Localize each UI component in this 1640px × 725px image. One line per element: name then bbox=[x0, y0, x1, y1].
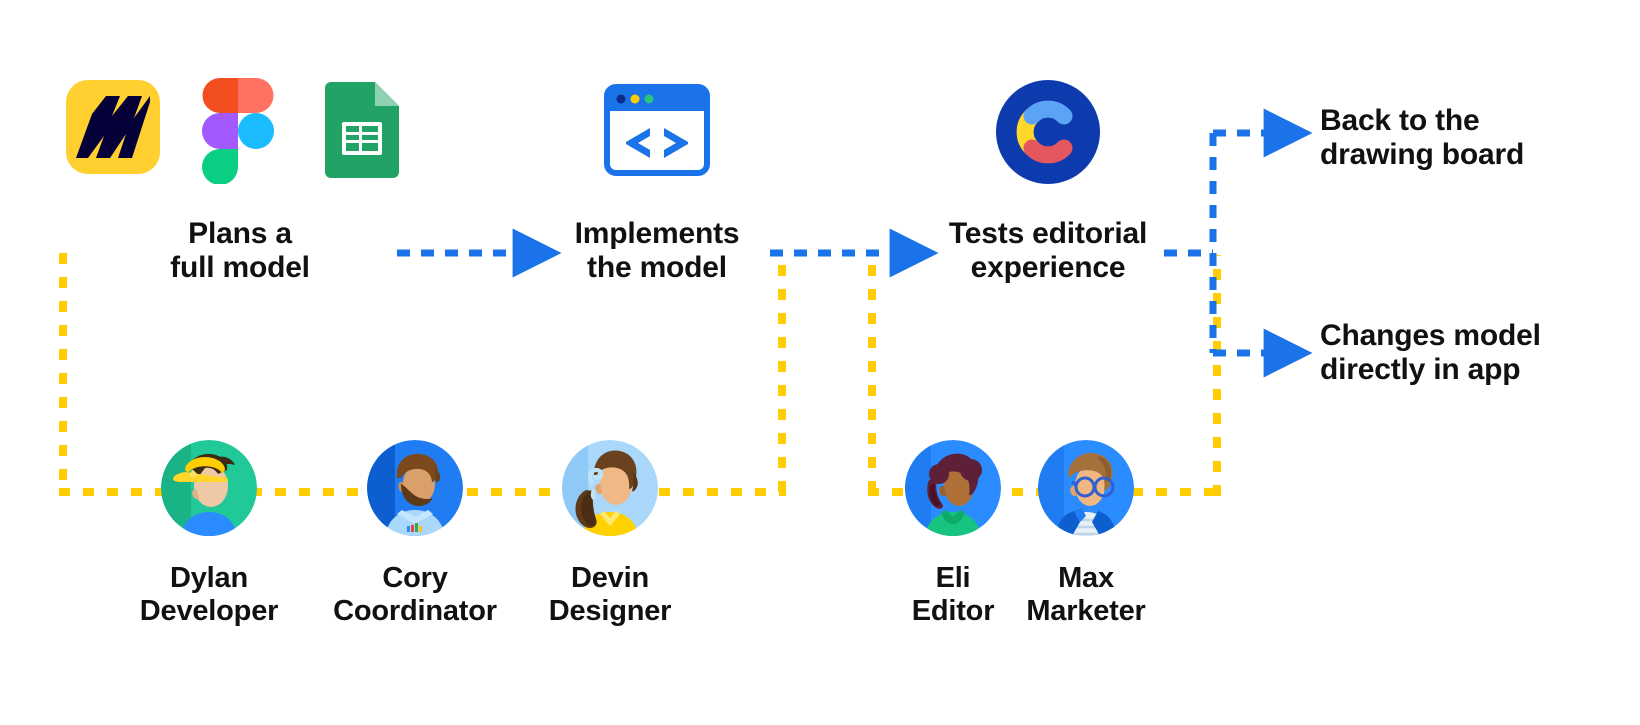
miro-logo bbox=[66, 80, 160, 174]
contentful-logo bbox=[996, 80, 1100, 189]
person-name-devin: Devin Designer bbox=[548, 562, 672, 628]
stage-label-plans: Plans a full model bbox=[170, 217, 310, 284]
outcome-label-back-to-drawing-board: Back to the drawing board bbox=[1320, 104, 1525, 171]
person-name-eli: Eli Editor bbox=[911, 562, 995, 628]
avatar-devin bbox=[562, 440, 658, 536]
avatar-eli bbox=[905, 440, 1001, 536]
stage-label-implements: Implements the model bbox=[574, 217, 740, 284]
stage-label-tests: Tests editorial experience bbox=[948, 217, 1148, 284]
person-name-max: Max Marketer bbox=[1026, 562, 1146, 628]
avatar-cory bbox=[367, 440, 463, 536]
person-name-cory: Cory Coordinator bbox=[333, 562, 497, 628]
person-name-dylan: Dylan Developer bbox=[139, 562, 279, 628]
avatar-max bbox=[1038, 440, 1134, 536]
outcome-label-changes-model-in-app: Changes model directly in app bbox=[1320, 319, 1541, 386]
figma-logo bbox=[202, 78, 274, 189]
avatar-dylan bbox=[161, 440, 257, 536]
code-window-icon bbox=[604, 84, 710, 181]
google-sheets-logo bbox=[325, 82, 399, 183]
